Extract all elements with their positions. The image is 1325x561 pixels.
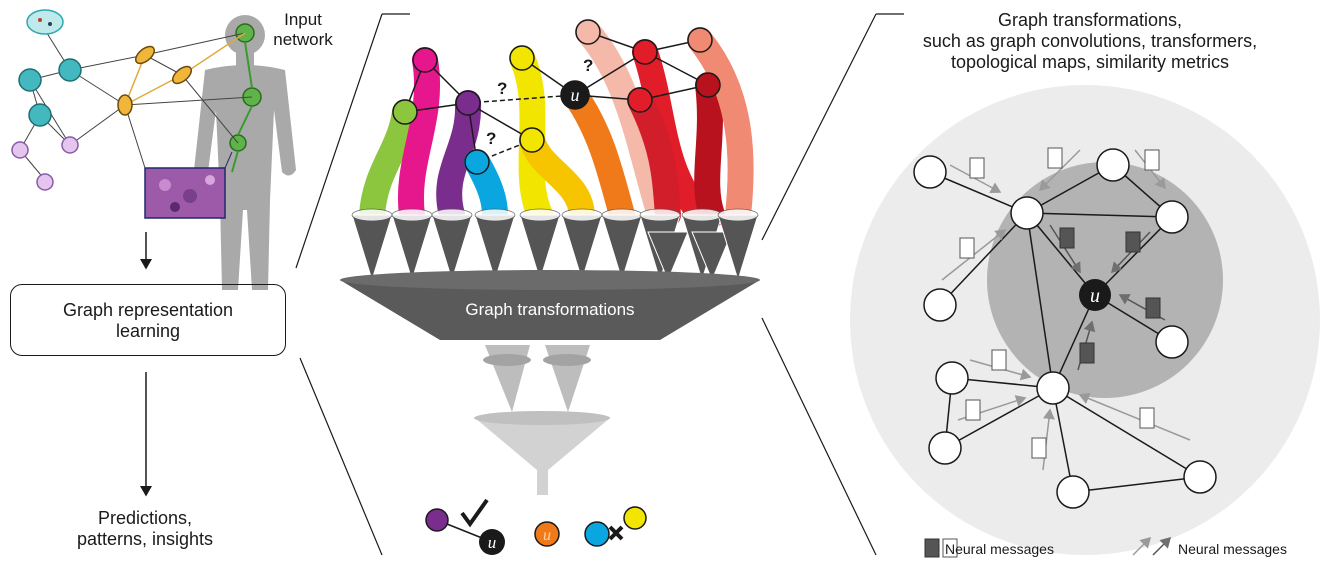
funnel-label: Graph transformations	[465, 300, 635, 319]
legend-arrows-label: Neural messages	[1178, 541, 1287, 557]
svg-text:u: u	[543, 527, 551, 544]
tube-magenta	[398, 47, 441, 228]
outcome-u-node	[479, 529, 505, 555]
outcome-blue-node	[584, 521, 610, 547]
node-yellow-2	[519, 127, 545, 153]
protein-icon	[28, 103, 52, 127]
tube-red-2	[627, 87, 681, 228]
node-u-center	[560, 80, 590, 110]
node-red-2	[627, 87, 653, 113]
zoom-bracket-left	[295, 13, 410, 556]
final-funnel	[475, 418, 610, 495]
virus-icon	[26, 9, 64, 35]
graph-representation-label: Graph representation learning	[62, 300, 234, 341]
legend-light-box-icon	[942, 538, 958, 558]
legend-boxes-label: Neural messages	[945, 541, 1054, 557]
tube-salmon	[687, 27, 754, 228]
right-panel: u	[850, 85, 1320, 558]
molecule-icon	[61, 136, 79, 154]
outcome-yellow-node	[623, 506, 647, 530]
center-panel: u ? ? ?	[340, 19, 760, 555]
message-box-light	[959, 147, 1160, 459]
node-red	[632, 39, 658, 65]
pill-icon	[117, 94, 133, 116]
input-network	[11, 9, 296, 290]
predictions-label: Predictions, patterns, insights	[76, 508, 214, 549]
question-mark-3: ?	[486, 129, 496, 148]
check-icon	[460, 498, 489, 528]
node-light-pink	[575, 19, 601, 45]
tube-purple	[436, 90, 482, 228]
legend-light-arrow-icon	[1132, 536, 1152, 556]
protein-icon	[18, 68, 42, 92]
outcome-orange-u-node	[534, 521, 560, 547]
node-dark-red	[695, 72, 721, 98]
node-salmon	[687, 27, 713, 53]
question-mark-1: ?	[497, 79, 507, 98]
legend-dark-arrow-icon	[1152, 536, 1172, 556]
outcome-purple-node	[425, 508, 449, 532]
zoom-bracket-right	[761, 13, 904, 556]
graph-representation-box	[10, 284, 286, 356]
svg-text:u: u	[1090, 285, 1100, 307]
message-box-dark	[1059, 227, 1161, 364]
node-green	[392, 99, 418, 125]
node-u-right	[1079, 279, 1111, 311]
cross-icon	[608, 525, 624, 541]
node-u-label: u	[571, 85, 580, 105]
node-magenta	[412, 47, 438, 73]
legend-dark-box-icon	[924, 538, 940, 558]
question-mark-2: ?	[583, 56, 593, 75]
node-yellow	[509, 45, 535, 71]
molecule-icon	[11, 141, 29, 159]
input-network-label: Input network	[273, 10, 333, 49]
graph-transformations-title: Graph transformations, such as graph con…	[922, 10, 1258, 72]
pill-icon	[171, 65, 193, 85]
node-blue	[464, 149, 490, 175]
pill-icon	[134, 45, 156, 65]
tube-dark-red	[694, 72, 725, 228]
molecule-icon	[36, 173, 54, 191]
node-purple	[455, 90, 481, 116]
svg-text:u: u	[488, 533, 497, 552]
main-funnel	[340, 280, 760, 340]
protein-icon	[58, 58, 82, 82]
